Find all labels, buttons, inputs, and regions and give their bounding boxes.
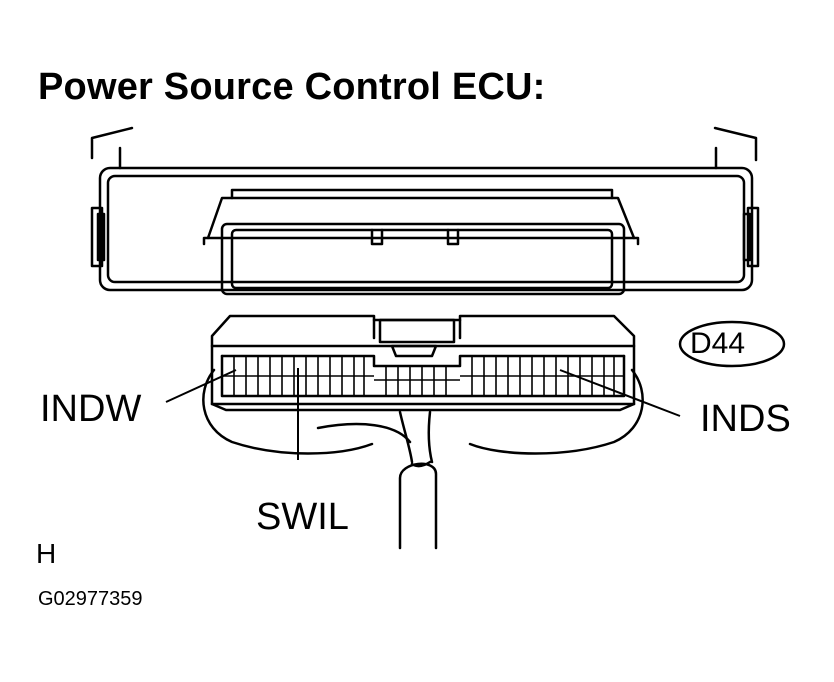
terminal-grid (222, 356, 624, 396)
ecu-housing (90, 126, 760, 292)
wire-harness (202, 368, 644, 550)
harness-connector (210, 314, 636, 412)
view-marker: H (36, 538, 57, 569)
terminal-label-indw: INDW (40, 388, 142, 430)
diagram-title: Power Source Control ECU: (38, 66, 546, 108)
terminal-label-inds: INDS (700, 398, 791, 440)
connector-code-oval (678, 320, 786, 368)
connector-code: D44 (690, 327, 746, 360)
ecu-receptacle (202, 188, 640, 296)
figure-id: G02977359 (38, 588, 143, 610)
inds-leader-line (559, 369, 681, 417)
indw-leader-line (165, 369, 237, 403)
terminal-label-swil: SWIL (256, 496, 349, 538)
